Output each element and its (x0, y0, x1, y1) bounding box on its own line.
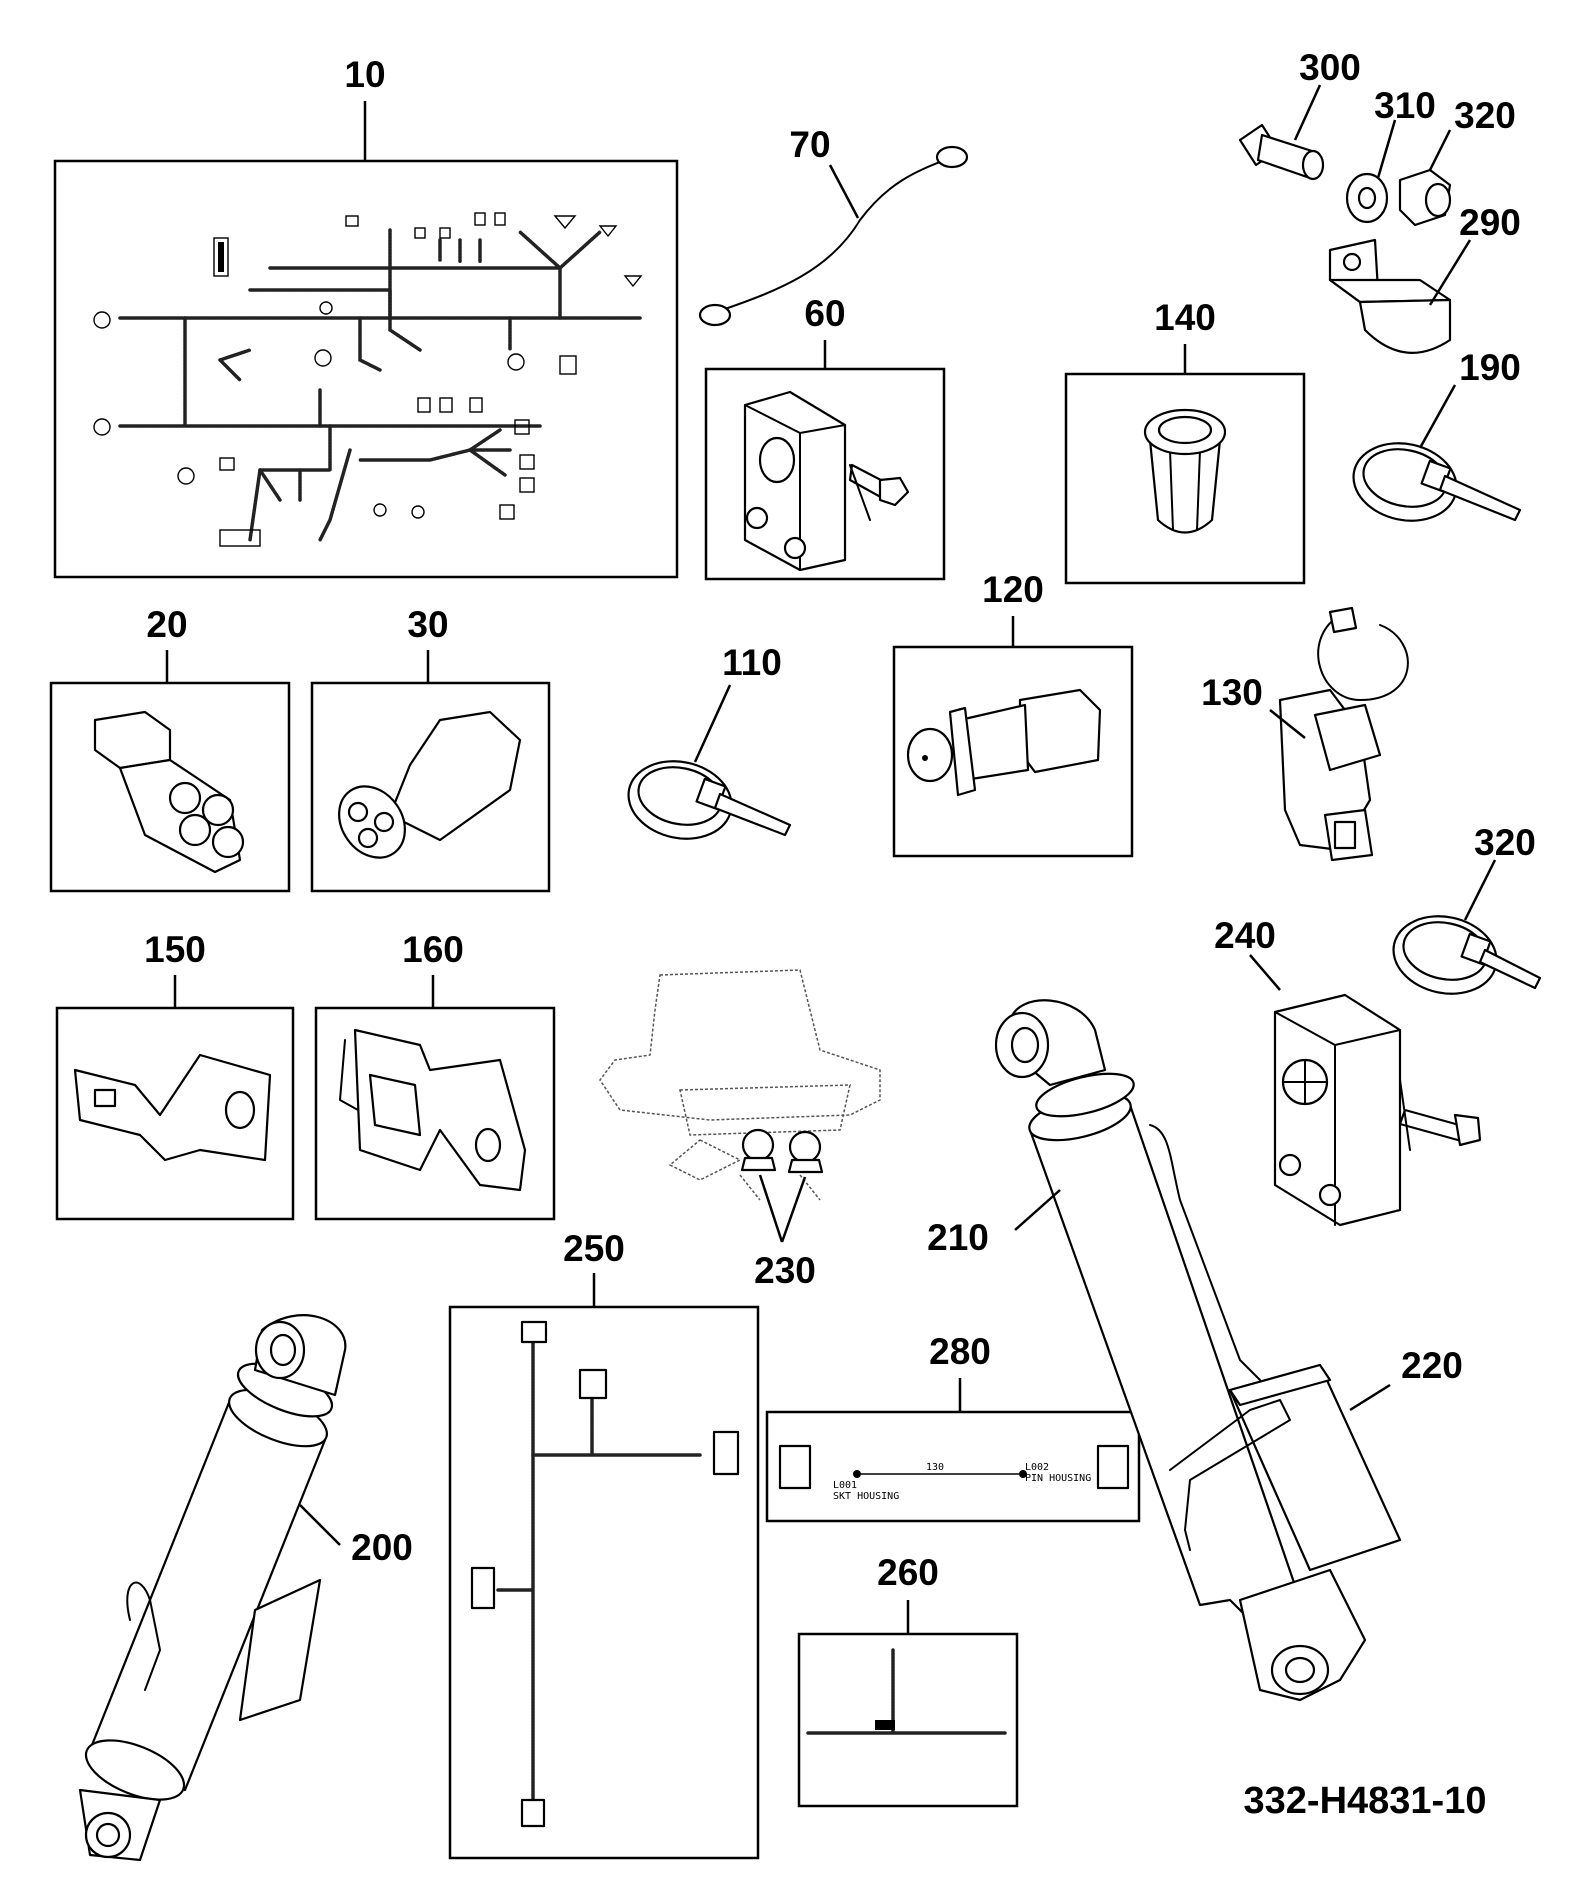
callout-130: 130 (1201, 672, 1263, 713)
callout-240: 240 (1214, 915, 1276, 956)
item-150-bracket (55, 975, 295, 1221)
callout-120: 120 (982, 569, 1044, 610)
callout-230: 230 (754, 1250, 816, 1291)
item-280-bolt (1238, 84, 1325, 181)
item-260-schematic (797, 1600, 1019, 1808)
item-200-hydraulic-cylinder (78, 1314, 347, 1862)
harness-310-left-housing: SKT HOUSING (833, 1491, 899, 1502)
harness-310-right-housing: PIN HOUSING (1025, 1473, 1091, 1484)
callout-300: 320 (1454, 95, 1516, 136)
item-110-cable-tie (627, 684, 792, 840)
callout-290: 310 (1374, 85, 1436, 126)
harness-310-right-id: L002 (1025, 1462, 1049, 1473)
callout-270: 290 (1459, 202, 1521, 243)
callout-10: 10 (344, 54, 385, 95)
callout-320: 320 (1474, 822, 1536, 863)
item-240-block (1249, 954, 1482, 1227)
item-300-nut (1398, 129, 1452, 227)
callout-140: 140 (1154, 297, 1216, 338)
callout-60: 60 (804, 293, 845, 334)
item-320-cable-tie (1392, 859, 1542, 995)
item-120-pressure-switch (892, 616, 1134, 858)
item-160-bracket (314, 975, 556, 1221)
harness-wires (118, 228, 642, 542)
harness-310-left-id: L001 (833, 1480, 857, 1491)
callout-250: 250 (563, 1228, 625, 1269)
item-130-clip (1269, 606, 1409, 862)
callout-220: 220 (1401, 1345, 1463, 1386)
callout-20: 20 (146, 604, 187, 645)
item-190-cable-tie (1352, 384, 1522, 522)
item-250-harness (448, 1273, 760, 1860)
callout-190: 190 (1459, 347, 1521, 388)
item-210-hydraulic-cylinder (994, 999, 1302, 1622)
callout-260: 260 (877, 1552, 939, 1593)
item-140-grommet (1064, 344, 1306, 585)
item-310-harness: 130 L001 SKT HOUSING L002 PIN HOUSING (765, 1378, 1141, 1523)
callout-200: 200 (351, 1527, 413, 1568)
callout-210: 210 (927, 1217, 989, 1258)
callout-70: 70 (789, 124, 830, 165)
callout-110: 110 (722, 642, 782, 683)
harness-connectors (93, 212, 643, 547)
harness-310-length: 130 (926, 1462, 944, 1473)
item-270-bracket (1328, 238, 1472, 354)
item-30-connector (310, 650, 551, 893)
item-220-valve-block (1169, 1363, 1402, 1702)
item-70-ground-cable (698, 145, 969, 327)
item-10-main-harness (53, 101, 679, 579)
callout-310: 280 (929, 1331, 991, 1372)
callout-160: 160 (402, 929, 464, 970)
callout-280: 300 (1299, 47, 1361, 88)
item-230-ghost-assembly (599, 969, 881, 1243)
item-60-block (704, 340, 946, 581)
drawing-number: 332-H4831-10 (1244, 1780, 1487, 1822)
callout-30: 30 (407, 604, 448, 645)
item-20-connector (49, 650, 291, 893)
item-290-washer (1345, 119, 1397, 224)
callout-150: 150 (144, 929, 206, 970)
